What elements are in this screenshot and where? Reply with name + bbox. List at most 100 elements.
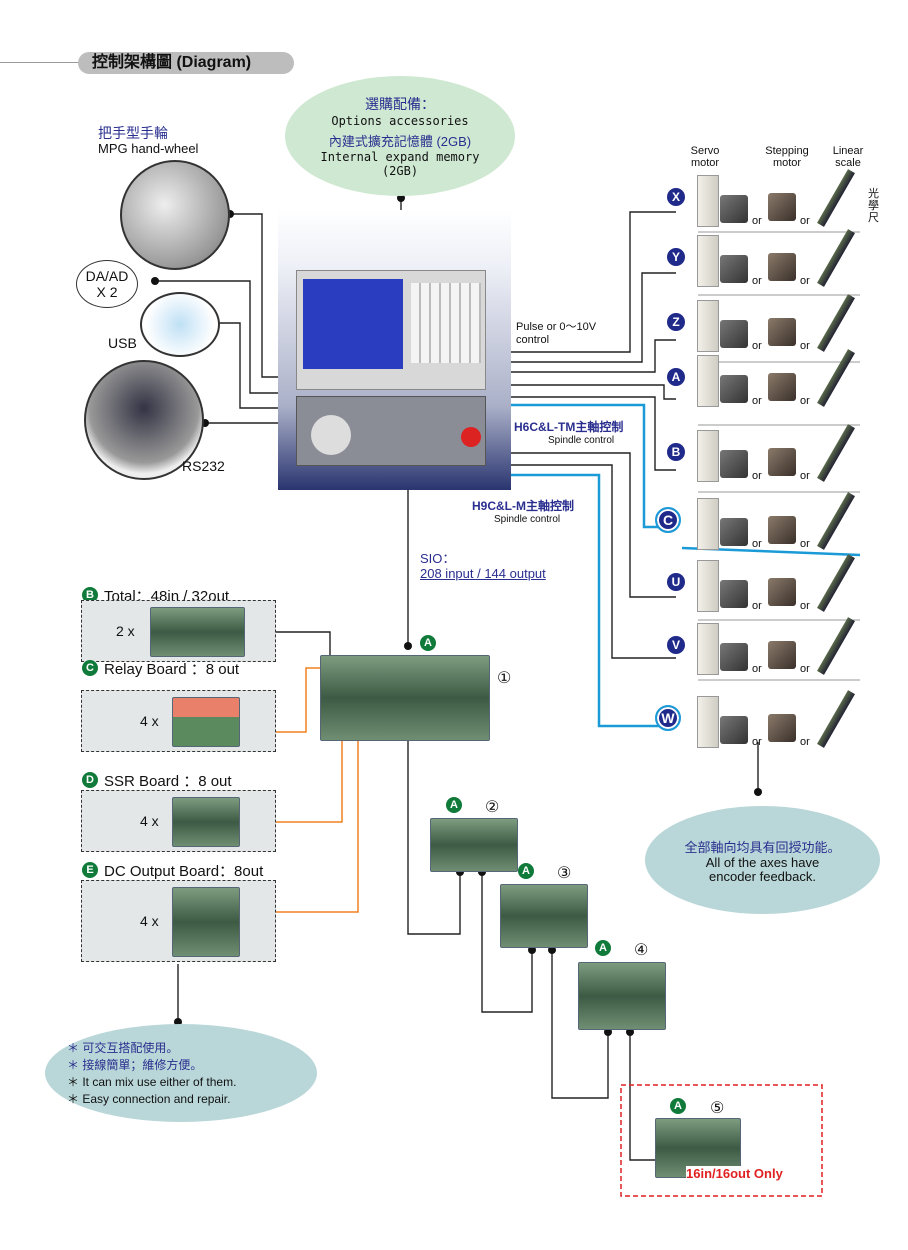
axis-badge-c: C	[655, 507, 681, 533]
board-badge: C	[82, 660, 98, 676]
stepping-motor-image	[768, 318, 796, 346]
module-number: ④	[634, 942, 649, 959]
servo-motor-image	[720, 195, 748, 223]
note-line-4: ＊ Easy connection and repair.	[67, 1092, 231, 1106]
or-label: or	[752, 215, 762, 227]
stepping-motor-image	[768, 641, 796, 669]
board-badge: B	[82, 587, 98, 603]
h6-spindle-title: H6C&L-TM主軸控制	[514, 420, 624, 434]
module-number: ③	[557, 865, 572, 882]
feedback-bubble: 全部軸向均具有回授功能。 All of the axes have encode…	[645, 806, 880, 914]
board-label: SSR Board ：8 out	[104, 773, 232, 790]
servo-motor-image	[720, 375, 748, 403]
daad-label: DA/AD	[85, 268, 129, 284]
board-count: 4 x	[140, 813, 159, 829]
board-image	[172, 797, 240, 847]
or-label: or	[752, 470, 762, 482]
or-label: or	[800, 275, 810, 287]
laptop-image	[84, 360, 204, 480]
operator-panel	[296, 396, 486, 466]
or-label: or	[752, 600, 762, 612]
module-number: ⑤	[710, 1100, 725, 1117]
cnc-controller-panel	[278, 210, 511, 490]
or-label: or	[752, 736, 762, 748]
board-badge: D	[82, 772, 98, 788]
servo-drive-image	[697, 696, 719, 748]
sio-board-image	[500, 884, 588, 948]
keypad	[411, 283, 481, 363]
board-count: 4 x	[140, 713, 159, 729]
servo-drive-image	[697, 623, 719, 675]
module-number: ②	[485, 799, 500, 816]
or-label: or	[752, 275, 762, 287]
note-line-2: ＊ 接線簡單；維修方便。	[67, 1058, 203, 1072]
or-label: or	[800, 470, 810, 482]
h6-spindle-sub: Spindle control	[548, 435, 615, 446]
mpg-zh: 把手型手輪	[98, 125, 168, 141]
linear-zh: 光學尺	[868, 188, 879, 224]
feedback-en: All of the axes have encoder feedback.	[705, 854, 820, 884]
controller-upper	[296, 270, 486, 390]
stepping-motor-image	[768, 373, 796, 401]
stepping-motor-image	[768, 516, 796, 544]
daad-circle: DA/AD X 2	[76, 260, 138, 308]
stepping-motor-image	[768, 714, 796, 742]
mpg-en: MPG hand-wheel	[98, 141, 199, 156]
or-label: or	[752, 663, 762, 675]
page-title: 控制架構圖 (Diagram)	[78, 52, 294, 74]
or-label: or	[800, 340, 810, 352]
axis-badge-w: W	[655, 705, 681, 731]
sio-board-image	[430, 818, 518, 872]
note-line-1: ＊ 可交互搭配使用。	[67, 1041, 179, 1055]
axis-badge-x: X	[667, 188, 685, 206]
servo-drive-image	[697, 300, 719, 352]
sio-board-image	[320, 655, 490, 741]
stepping-header: Stepping motor	[765, 145, 809, 169]
sio-board-image	[578, 962, 666, 1030]
module-badge: A	[595, 940, 611, 956]
only-label: 16in/16out Only	[686, 1166, 783, 1181]
pulse-label: Pulse or 0～10V control	[516, 321, 597, 346]
emergency-stop	[461, 427, 481, 447]
usb-label: USB	[108, 335, 137, 351]
options-en: Options accessories	[331, 114, 469, 128]
or-label: or	[752, 395, 762, 407]
h9-spindle-title: H9C&L-M主軸控制	[472, 499, 574, 513]
axis-badge-v: V	[667, 636, 685, 654]
stepping-motor-image	[768, 253, 796, 281]
title-rule	[0, 62, 80, 63]
servo-header: Servo motor	[690, 145, 720, 169]
options-bubble: 選購配備： Options accessories 內建式擴充記憶體 (2GB)…	[285, 76, 515, 196]
servo-motor-image	[720, 255, 748, 283]
or-label: or	[752, 340, 762, 352]
board-badge: E	[82, 862, 98, 878]
sio-value: 208 input / 144 output	[420, 566, 546, 581]
servo-motor-image	[720, 450, 748, 478]
module-badge: A	[518, 863, 534, 879]
servo-motor-image	[720, 580, 748, 608]
axis-badge-u: U	[667, 573, 685, 591]
stepping-motor-image	[768, 448, 796, 476]
board-label: Relay Board ：8 out	[104, 661, 240, 678]
or-label: or	[800, 215, 810, 227]
sio-label: SIO：	[420, 551, 456, 566]
board-box: 4 x	[81, 880, 276, 962]
or-label: or	[800, 538, 810, 550]
module-badge: A	[670, 1098, 686, 1114]
module-number: ①	[497, 670, 512, 687]
stepping-motor-image	[768, 193, 796, 221]
rs232-label: RS232	[182, 458, 225, 474]
board-count: 2 x	[116, 623, 135, 639]
servo-motor-image	[720, 518, 748, 546]
board-box: 2 x	[81, 600, 276, 662]
daad-count: X 2	[96, 284, 118, 300]
board-count: 4 x	[140, 913, 159, 929]
servo-drive-image	[697, 235, 719, 287]
mpg-handwheel-image	[120, 160, 230, 270]
board-box: 4 x	[81, 690, 276, 752]
board-image	[150, 607, 245, 657]
or-label: or	[800, 663, 810, 675]
servo-motor-image	[720, 716, 748, 744]
board-label: DC Output Board：8out	[104, 863, 264, 880]
board-box: 4 x	[81, 790, 276, 852]
